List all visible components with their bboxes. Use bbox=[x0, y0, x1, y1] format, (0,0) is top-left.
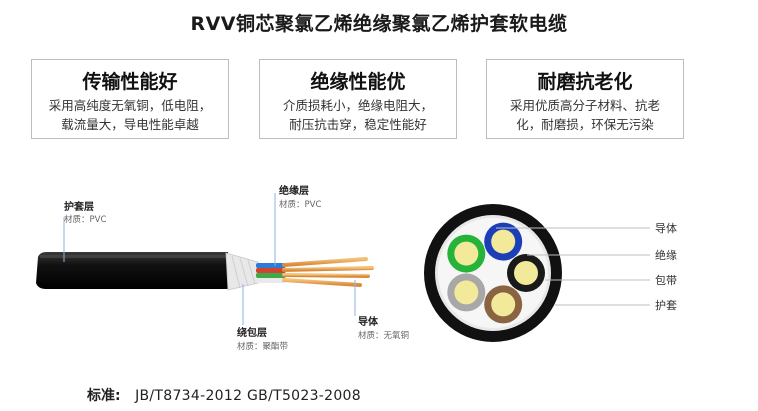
feature-card-durability: 耐磨抗老化 采用优质高分子材料、抗老 化，耐磨损，环保无污染 bbox=[486, 59, 684, 139]
feature-heading: 耐磨抗老化 bbox=[537, 71, 633, 93]
standard-value: JB/T8734-2012 GB/T5023-2008 bbox=[135, 388, 361, 404]
core-conductor bbox=[491, 292, 516, 317]
standard-line: 标准: JB/T8734-2012 GB/T5023-2008 bbox=[87, 385, 361, 405]
conductor-material: 材质：无氧铜 bbox=[358, 330, 409, 341]
feature-description: 采用优质高分子材料、抗老 化，耐磨损，环保无污染 bbox=[509, 98, 660, 132]
cs-label-wrap: 包带 bbox=[655, 274, 677, 287]
standard-label: 标准: bbox=[87, 388, 121, 404]
core-conductor bbox=[454, 280, 479, 305]
conductor-label: 导体 bbox=[358, 315, 379, 328]
sheath-material: 材质：PVC bbox=[64, 214, 106, 225]
cs-label-insulation: 绝缘 bbox=[655, 248, 677, 262]
insulation-label: 绝缘层 bbox=[279, 184, 309, 197]
sheath-label: 护套层 bbox=[64, 200, 94, 213]
feature-description: 介质损耗小，绝缘电阻大， 耐压抗击穿，稳定性能好 bbox=[282, 98, 433, 132]
feature-description: 采用高纯度无氧铜，低电阻， 载流量大，导电性能卓越 bbox=[48, 98, 212, 132]
cable-cross-section bbox=[424, 204, 562, 342]
feature-heading: 传输性能好 bbox=[82, 71, 178, 93]
page-title: RVV铜芯聚氯乙烯绝缘聚氯乙烯护套软电缆 bbox=[190, 13, 568, 35]
insulation-material: 材质：PVC bbox=[279, 199, 321, 210]
wrap-material: 材质：聚酯带 bbox=[237, 341, 289, 352]
cs-label-sheath: 护套 bbox=[655, 298, 677, 312]
feature-heading: 绝缘性能优 bbox=[310, 71, 406, 93]
cable-side-view bbox=[36, 252, 374, 291]
feature-card-transmission: 传输性能好 采用高纯度无氧铜，低电阻， 载流量大，导电性能卓越 bbox=[31, 59, 229, 139]
wrap-label: 绕包层 bbox=[237, 326, 267, 339]
core-conductor bbox=[514, 261, 538, 285]
feature-card-insulation: 绝缘性能优 介质损耗小，绝缘电阻大， 耐压抗击穿，稳定性能好 bbox=[259, 59, 457, 139]
copper-conductors bbox=[282, 257, 374, 287]
core-conductor bbox=[491, 229, 516, 254]
cs-label-conductor: 导体 bbox=[655, 221, 677, 235]
core-conductor bbox=[454, 241, 479, 266]
